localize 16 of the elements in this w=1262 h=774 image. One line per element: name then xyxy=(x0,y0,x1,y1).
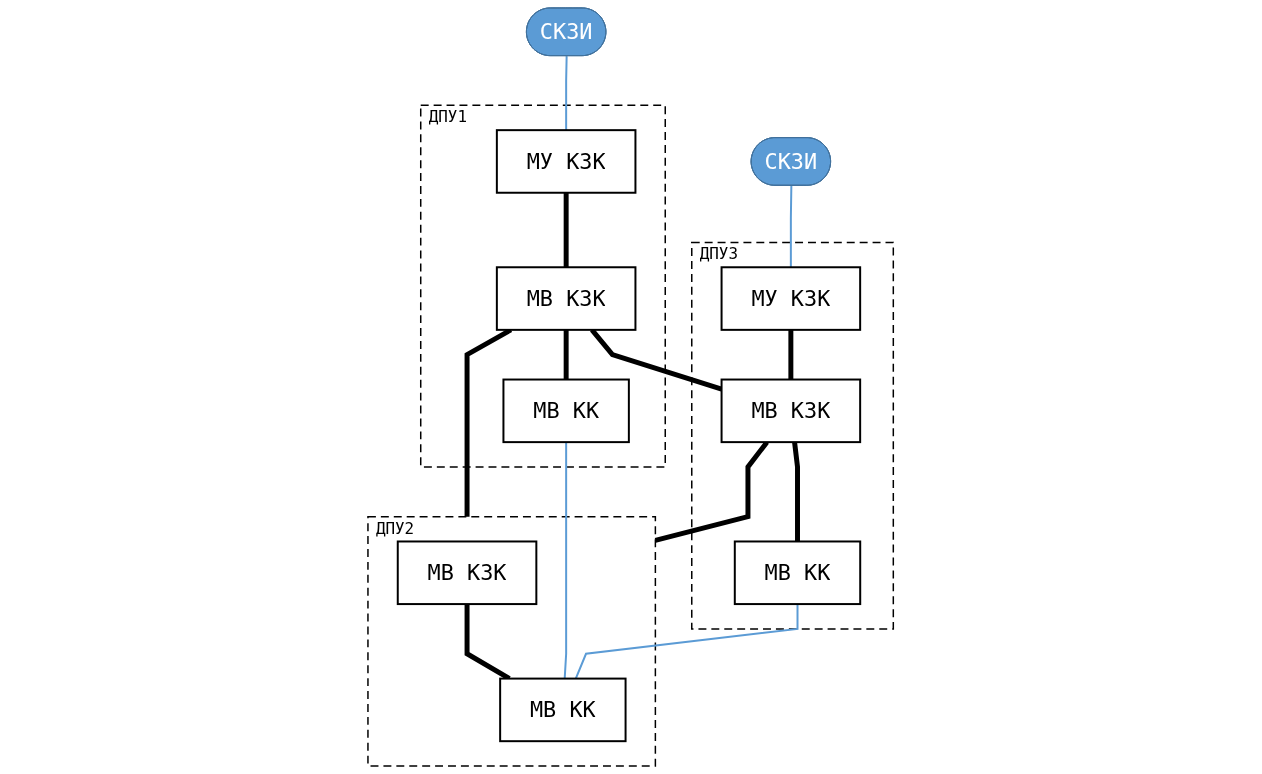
connector xyxy=(564,329,569,380)
node-box: МВ КК xyxy=(502,378,631,444)
node-box: МВ КЗК xyxy=(720,378,862,444)
node-box: МУ КЗК xyxy=(720,266,862,331)
node-box: МВ КК xyxy=(499,677,627,743)
connector xyxy=(788,329,794,380)
connector xyxy=(564,441,568,680)
node-box: МВ КЗК xyxy=(496,266,637,331)
connector xyxy=(565,55,568,132)
connector xyxy=(564,192,569,268)
connector xyxy=(790,184,793,269)
node-box: МУ КЗК xyxy=(496,129,637,194)
node-box: МВ КК xyxy=(734,540,862,606)
connector xyxy=(792,441,801,542)
connector xyxy=(575,603,799,680)
node-box: МВ КЗК xyxy=(397,540,538,606)
